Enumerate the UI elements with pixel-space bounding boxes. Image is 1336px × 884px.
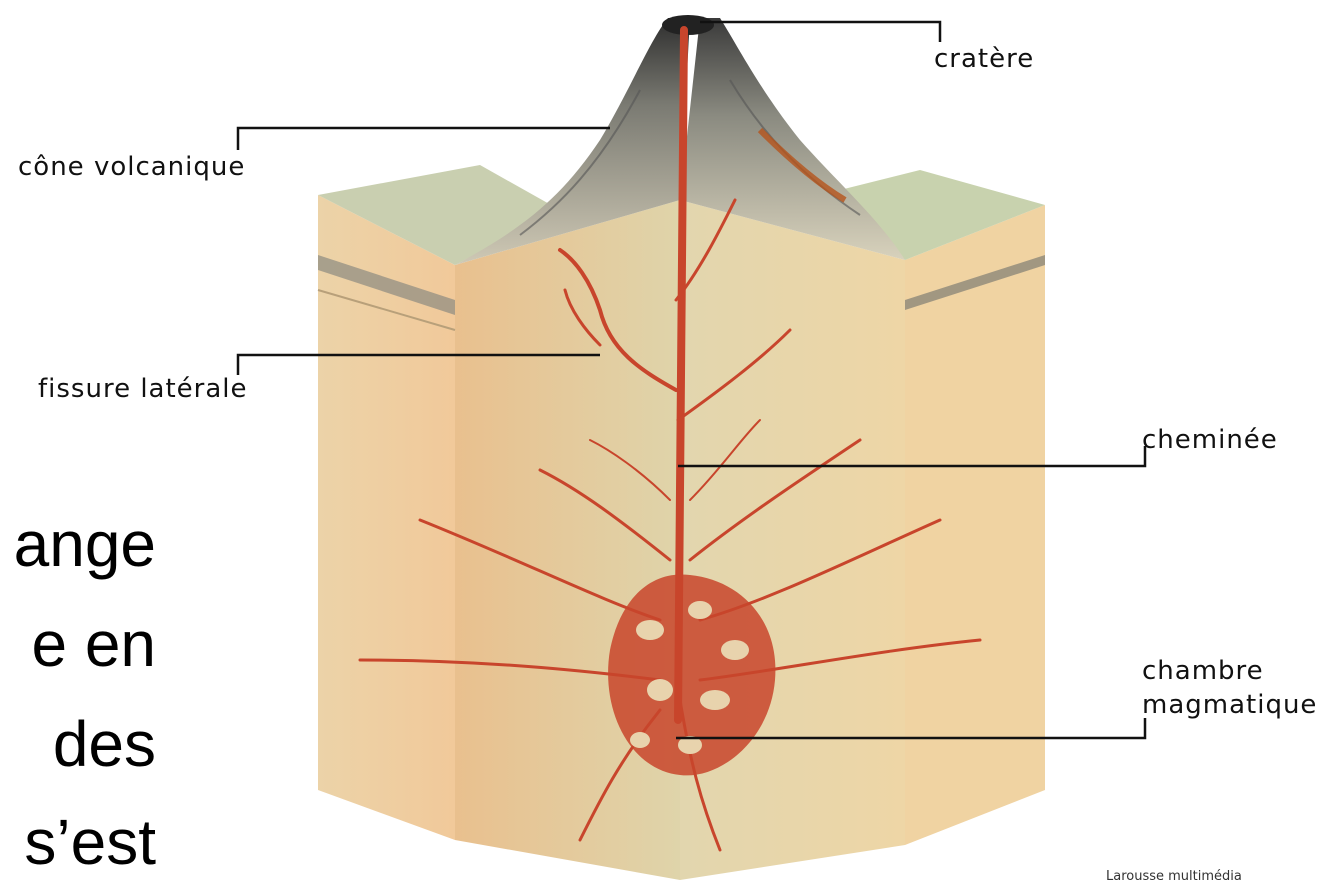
label-crater: cratère: [934, 44, 1034, 74]
image-credit: Larousse multimédia: [1106, 869, 1242, 884]
label-cone: cône volcanique: [18, 152, 245, 182]
label-chamber-line1: chambre: [1142, 656, 1264, 686]
leader-cone: [238, 128, 610, 150]
label-fissure: fissure latérale: [38, 374, 248, 404]
label-chamber-line2: magmatique: [1142, 690, 1317, 720]
crater-mouth: [662, 15, 714, 35]
slide-text-line-2: e en: [0, 612, 156, 676]
slide-text-line-4: s’est: [0, 810, 156, 874]
slide-text-line-3: des: [0, 712, 156, 776]
leader-crater: [700, 22, 940, 42]
label-chimney: cheminée: [1142, 425, 1278, 455]
slide-text-line-1: ange: [0, 512, 156, 576]
